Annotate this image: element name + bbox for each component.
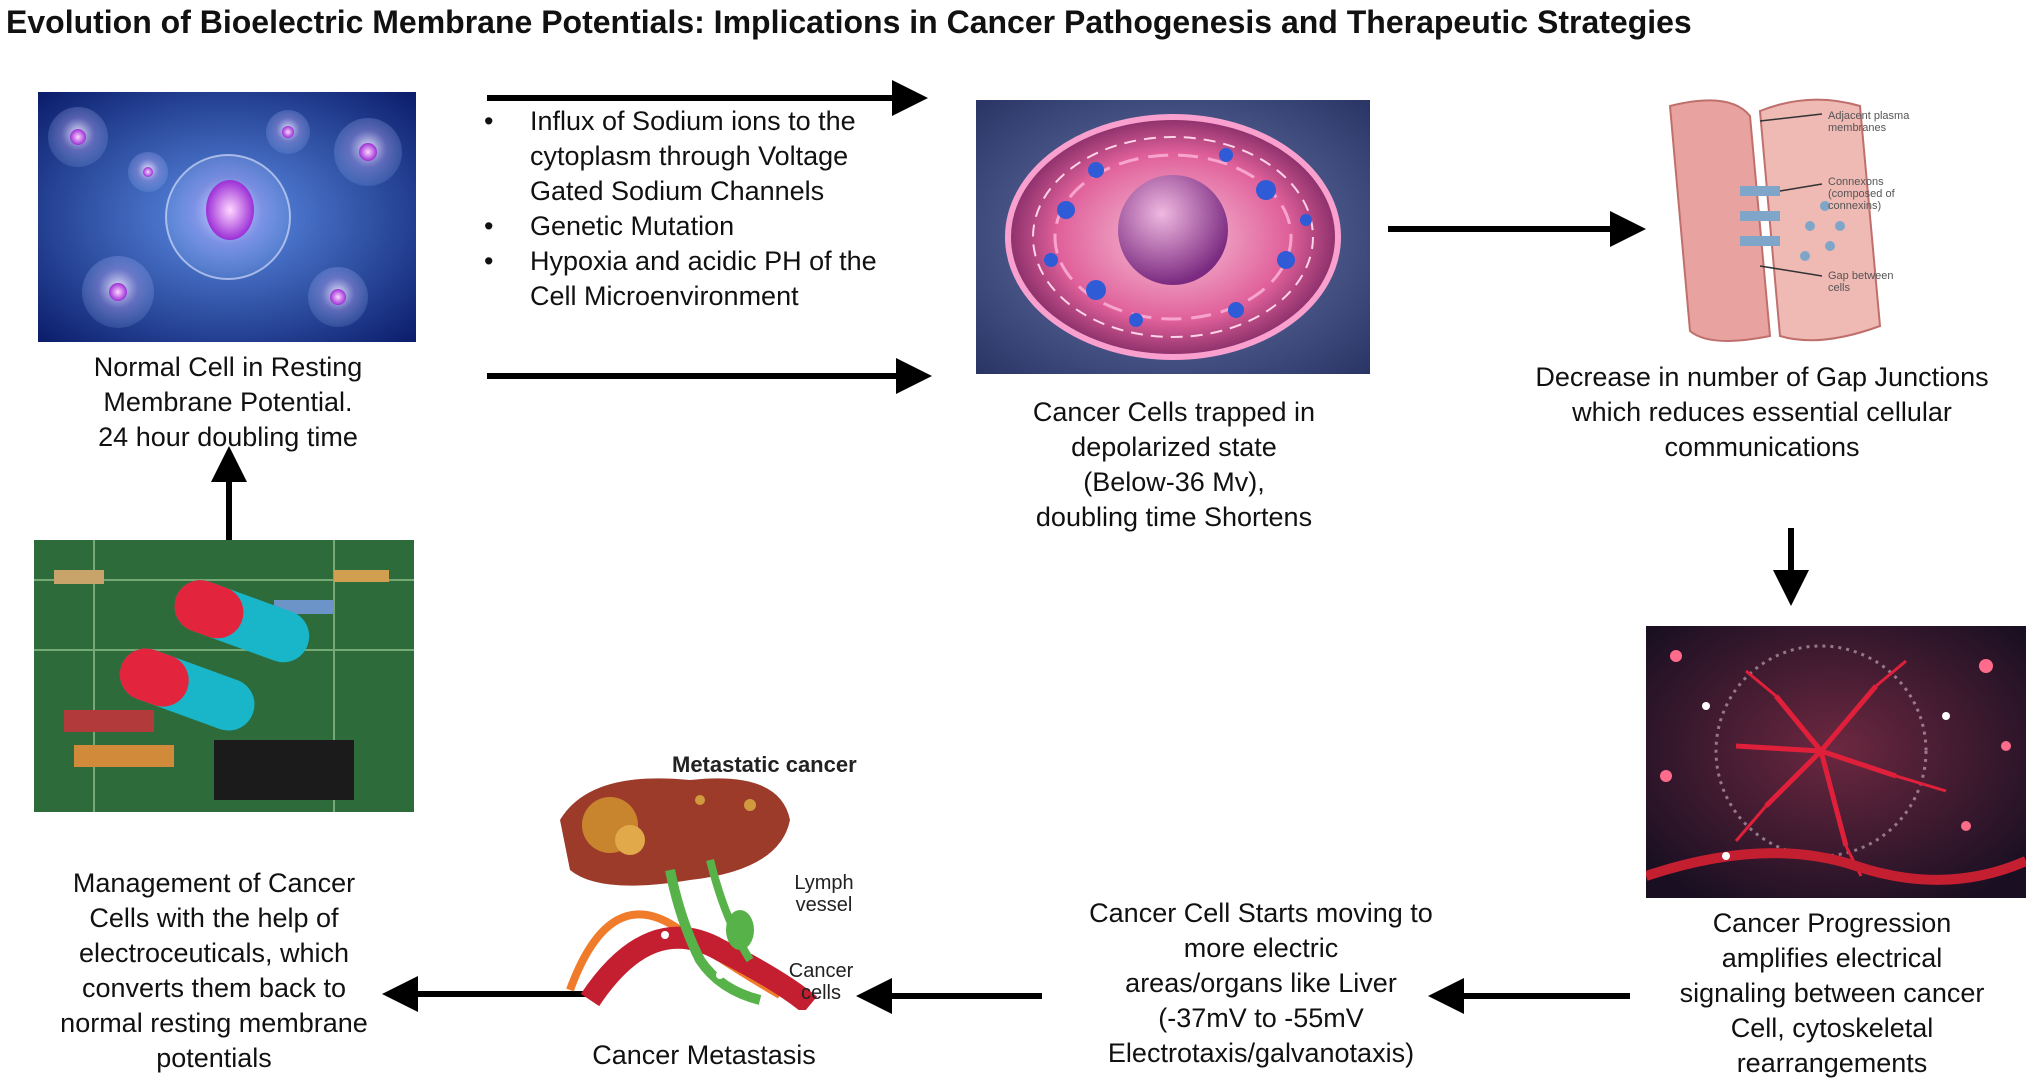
caption-line: which reduces essential cellular	[1572, 397, 1952, 427]
gap-junctions-caption: Decrease in number of Gap Junctions whic…	[1496, 360, 2028, 465]
electrotaxis-caption: Cancer Cell Starts moving to more electr…	[1054, 896, 1468, 1071]
caption-line: electroceuticals, which	[78, 938, 350, 968]
caption-line: doubling time Shortens	[1035, 502, 1313, 532]
cause-item: Influx of Sodium ions to the cytoplasm t…	[484, 104, 924, 209]
cancer-cell-image	[976, 100, 1370, 374]
label-cancer-cells: Cancer cells	[788, 960, 854, 1004]
gap-label-membranes: Adjacent plasma membranes	[1828, 110, 1910, 134]
caption-line: Decrease in number of Gap Junctions	[1535, 362, 1989, 392]
page-title: Evolution of Bioelectric Membrane Potent…	[6, 4, 1692, 40]
caption-line: areas/organs like Liver	[1125, 968, 1397, 998]
progression-caption: Cancer Progression amplifies electrical …	[1636, 906, 2028, 1081]
caption-line: (-37mV to -55mV	[1158, 1003, 1364, 1033]
caption-line: Cancer Cells trapped in	[1032, 397, 1316, 427]
caption-line: converts them back to	[81, 973, 347, 1003]
caption-line: Normal Cell in Resting	[93, 352, 363, 382]
normal-cell-caption: Normal Cell in Resting Membrane Potentia…	[40, 350, 416, 455]
caption-line: 24 hour doubling time	[98, 422, 358, 452]
causes-list: Influx of Sodium ions to the cytoplasm t…	[484, 104, 924, 314]
depolarized-caption: Cancer Cells trapped in depolarized stat…	[984, 395, 1364, 535]
normal-cell-image	[38, 92, 416, 342]
caption-line: potentials	[156, 1043, 272, 1073]
caption-line: signaling between cancer	[1679, 978, 1985, 1008]
caption-line: depolarized state	[1071, 432, 1277, 462]
caption-line: (Below-36 Mv),	[1083, 467, 1265, 497]
caption-line: Membrane Potential.	[103, 387, 353, 417]
metastasis-caption: Cancer Metastasis	[544, 1038, 864, 1073]
caption-line: Cell, cytoskeletal	[1730, 1013, 1934, 1043]
cause-item: Hypoxia and acidic PH of the Cell Microe…	[484, 244, 924, 314]
gap-label-gap: Gap between cells	[1828, 270, 1894, 294]
caption-line: Cancer Metastasis	[592, 1040, 816, 1070]
caption-line: communications	[1664, 432, 1860, 462]
cancer-progression-image	[1646, 626, 2026, 898]
electroceutical-pills-image	[34, 540, 414, 812]
caption-line: Electrotaxis/galvanotaxis)	[1107, 1038, 1415, 1068]
management-caption: Management of Cancer Cells with the help…	[4, 866, 424, 1076]
caption-line: normal resting membrane	[60, 1008, 368, 1038]
caption-line: Cancer Cell Starts moving to	[1089, 898, 1433, 928]
liver-metastasis-illustration	[550, 760, 870, 1010]
caption-line: Management of Cancer	[72, 868, 356, 898]
label-metastatic-cancer: Metastatic cancer	[672, 752, 857, 777]
caption-line: amplifies electrical	[1721, 943, 1943, 973]
caption-line: Cancer Progression	[1712, 908, 1952, 938]
cause-item: Genetic Mutation	[484, 209, 924, 244]
caption-line: more electric	[1183, 933, 1339, 963]
caption-line: Cells with the help of	[89, 903, 339, 933]
gap-junction-diagram	[1660, 86, 1920, 348]
caption-line: rearrangements	[1736, 1048, 1928, 1078]
label-lymph-vessel: Lymph vessel	[794, 872, 854, 916]
gap-label-connexons: Connexons (composed of connexins)	[1828, 176, 1895, 212]
